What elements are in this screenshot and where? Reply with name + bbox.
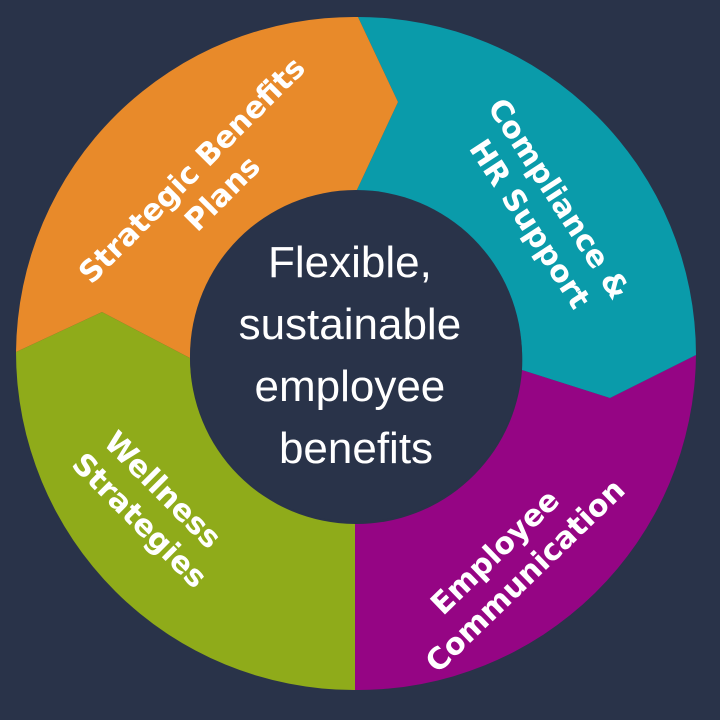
- center-circle: [190, 190, 522, 522]
- segment-employee-communication: [315, 355, 696, 691]
- segment-compliance-hr-support: [355, 17, 696, 398]
- segment-wellness-strategies: [16, 312, 355, 691]
- center-title: Flexible, sustainable employee benefits: [239, 238, 474, 473]
- center-line-1: Flexible,: [268, 238, 432, 287]
- segment-strategic-benefits-plans: [16, 16, 398, 359]
- center-line-2: sustainable: [239, 300, 462, 349]
- center-line-3: employee: [254, 362, 445, 411]
- center-line-4: benefits: [279, 424, 433, 473]
